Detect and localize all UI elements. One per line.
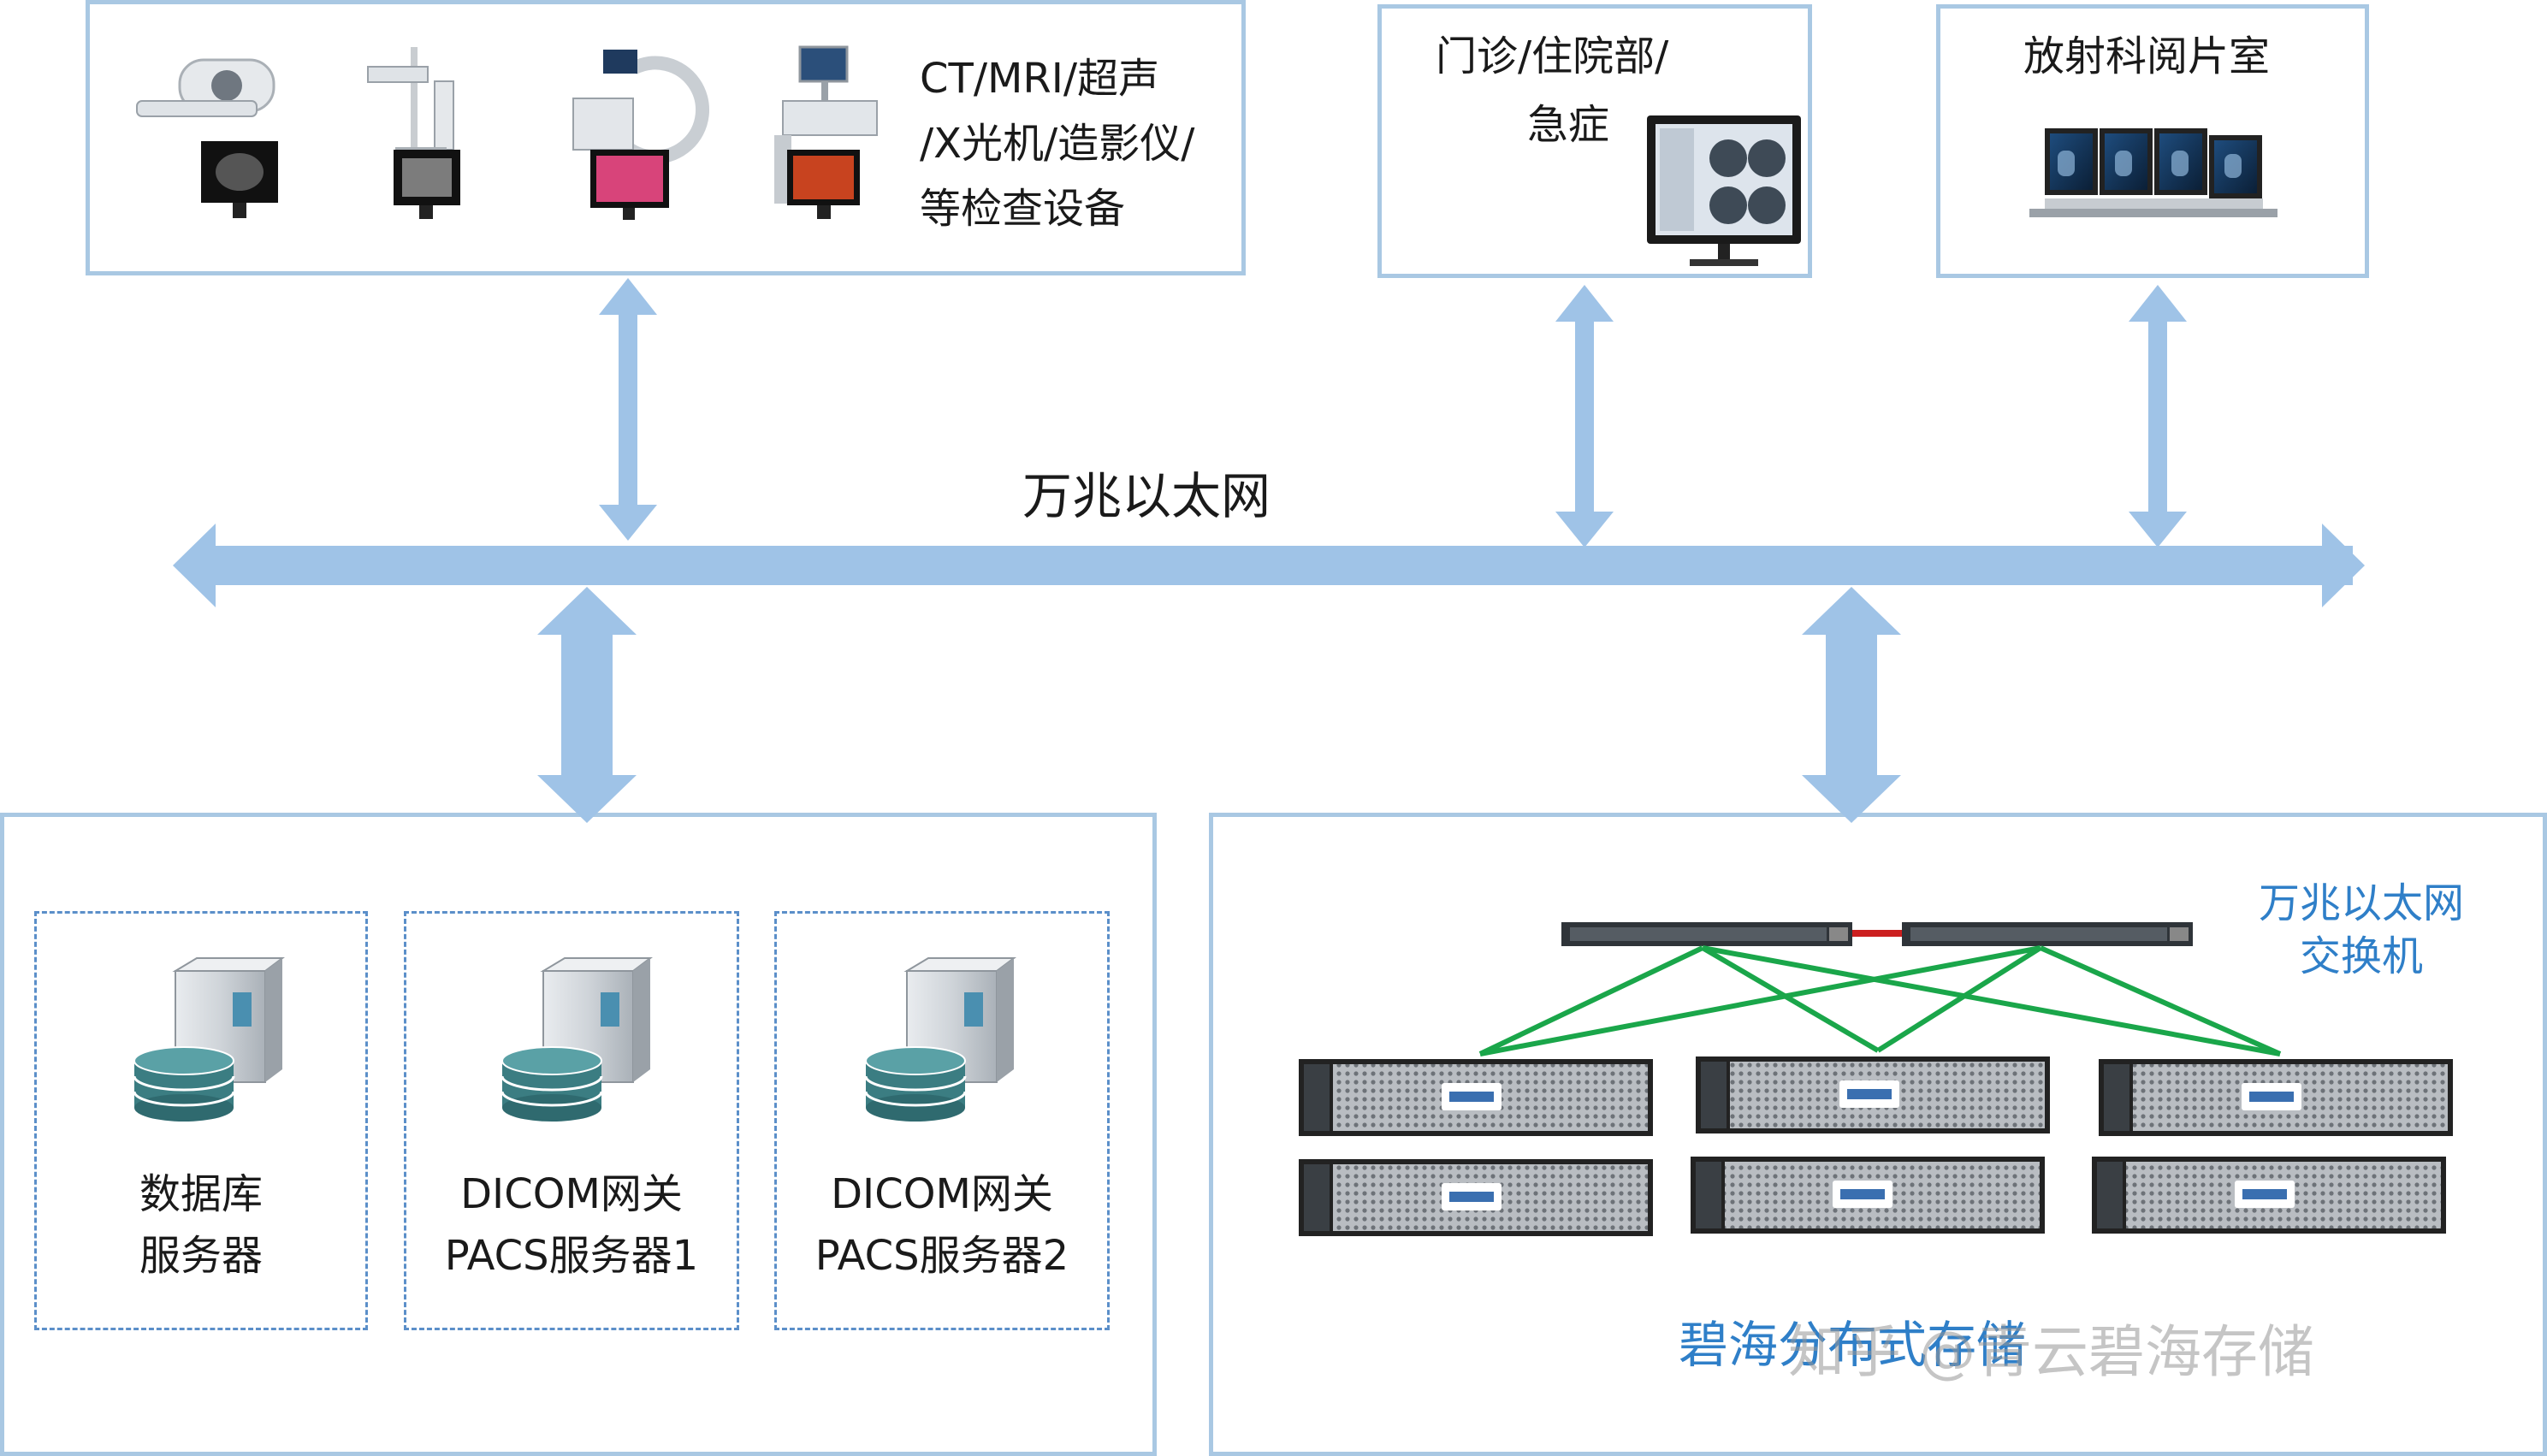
servers-box [0, 813, 1157, 1456]
arrow-servers [537, 587, 637, 823]
database-server-icon-3 [864, 957, 1016, 1122]
storage-node-2 [1696, 1056, 2050, 1133]
radiology-workstation-icon [2029, 128, 2277, 217]
server-3-line-1: DICOM网关 [831, 1170, 1053, 1218]
server-panel-2 [404, 911, 739, 1330]
switch-node-links [1478, 945, 2282, 1056]
radiology-label: 放射科阅片室 [2023, 33, 2271, 80]
xray-stand-icon [367, 47, 460, 219]
storage-title: 碧海分布式存储 [1679, 1316, 2027, 1374]
clinic-label-line-2: 急症 [1527, 101, 1610, 149]
medical-monitor-icon [1647, 115, 1801, 266]
arrow-storage [1802, 587, 1901, 823]
ultrasound-cart-icon [774, 45, 878, 219]
server-3-line-2: PACS服务器2 [814, 1232, 1069, 1280]
server-2-line-1: DICOM网关 [460, 1170, 683, 1218]
devices-label-line-1: CT/MRI/超声 [920, 55, 1160, 103]
watermark: 知乎 @青云碧海存储 [1788, 1319, 2314, 1385]
network-label: 万兆以太网 [1022, 467, 1271, 525]
arrow-devices [599, 278, 657, 541]
arrow-clinic [1555, 285, 1614, 547]
storage-node-5 [1691, 1157, 2045, 1234]
c-arm-icon [572, 50, 709, 220]
database-server-icon-1 [133, 957, 285, 1122]
server-1-line-2: 服务器 [139, 1232, 263, 1280]
switch-label-line-2: 交换机 [2299, 932, 2423, 980]
network-switch-2 [1902, 922, 2193, 946]
switch-interlink [1852, 930, 1902, 937]
storage-node-6 [2092, 1157, 2446, 1234]
server-2-line-2: PACS服务器1 [444, 1232, 699, 1280]
ct-scanner-icon [136, 58, 278, 218]
storage-node-4 [1299, 1159, 1653, 1236]
server-1-line-1: 数据库 [139, 1170, 263, 1218]
server-panel-3 [774, 911, 1110, 1330]
devices-label-line-3: 等检查设备 [920, 185, 1126, 233]
network-switch-1 [1561, 922, 1852, 946]
switch-label-line-1: 万兆以太网 [2258, 879, 2464, 927]
storage-node-1 [1299, 1059, 1653, 1136]
database-server-icon-2 [501, 957, 653, 1122]
arrow-radiology [2129, 285, 2187, 547]
server-panel-1 [34, 911, 368, 1330]
devices-label-line-2: /X光机/造影仪/ [920, 120, 1195, 168]
backbone-arrow [173, 524, 2365, 607]
clinic-label-line-1: 门诊/住院部/ [1436, 33, 1669, 80]
devices-box [86, 0, 1246, 275]
storage-node-3 [2099, 1059, 2453, 1136]
